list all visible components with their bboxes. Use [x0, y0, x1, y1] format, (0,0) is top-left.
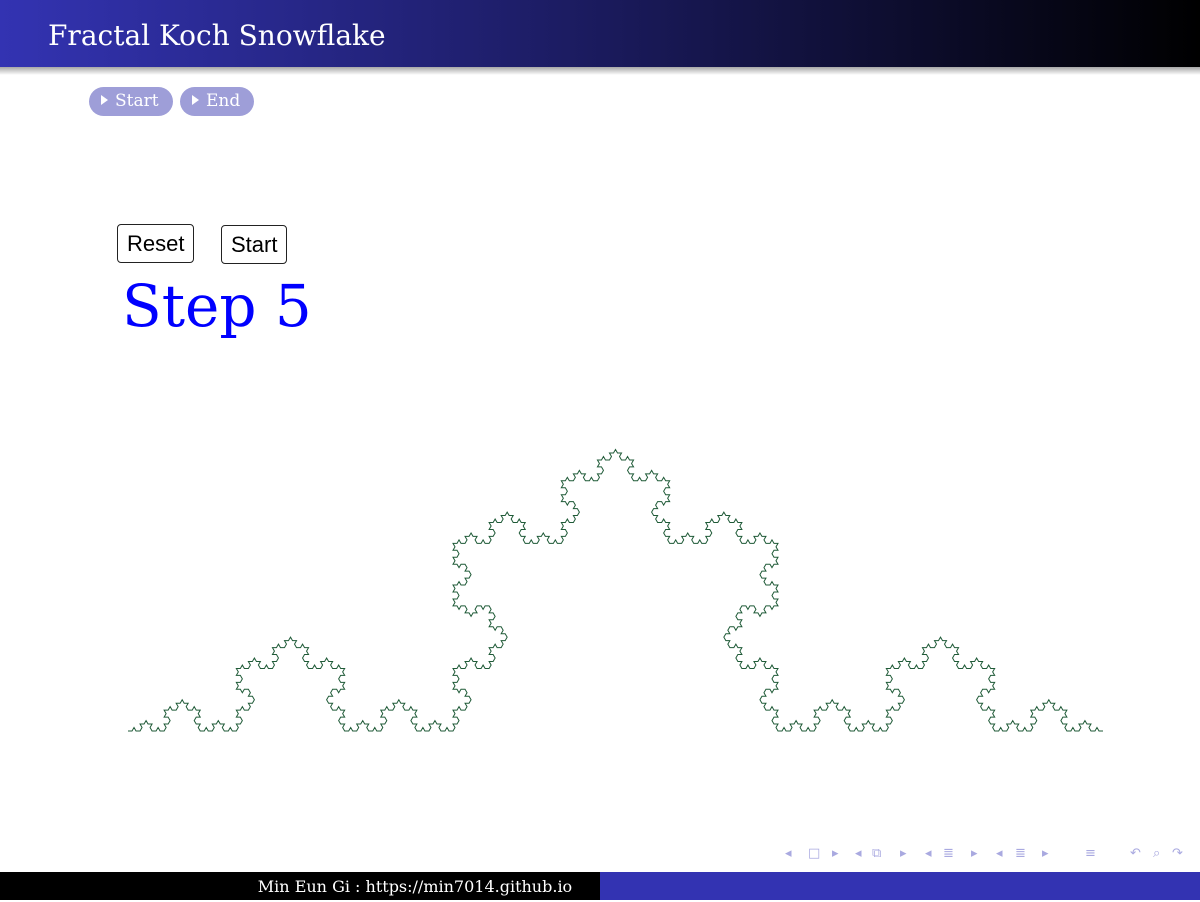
frame-title-bar: [0, 0, 1200, 67]
start-nav-label: Start: [115, 91, 159, 111]
end-nav-button[interactable]: End: [180, 87, 255, 116]
start-nav-button[interactable]: Start: [89, 87, 173, 116]
arrow-right-icon[interactable]: ▸: [1042, 846, 1049, 861]
arrow-right-icon[interactable]: ▸: [832, 846, 839, 861]
frame-icon[interactable]: ⧉: [872, 846, 882, 861]
slide-icon[interactable]: □: [808, 846, 821, 861]
footer-author-bar: Min Eun Gi : https://min7014.github.io: [0, 872, 600, 900]
arrow-left-icon[interactable]: ◂: [996, 846, 1003, 861]
koch-curve: [128, 448, 1103, 732]
play-icon: [101, 95, 108, 105]
footer-author-text: Min Eun Gi : https://min7014.github.io: [257, 877, 573, 896]
title-bar-shadow: [0, 67, 1200, 75]
arrow-right-icon[interactable]: ▸: [971, 846, 978, 861]
start-button[interactable]: Start: [221, 225, 288, 264]
search-icon[interactable]: ⌕: [1153, 846, 1161, 861]
reset-button[interactable]: Reset: [117, 224, 195, 263]
subsection-icon[interactable]: ≣: [943, 846, 954, 861]
redo-icon[interactable]: ↷: [1172, 846, 1183, 861]
frame-title: Fractal Koch Snowflake: [48, 19, 386, 52]
undo-icon[interactable]: ↶: [1130, 846, 1141, 861]
arrow-left-icon[interactable]: ◂: [855, 846, 862, 861]
arrow-left-icon[interactable]: ◂: [925, 846, 932, 861]
play-icon: [192, 95, 199, 105]
arrow-right-icon[interactable]: ▸: [900, 846, 907, 861]
footer-right-bar: [600, 872, 1200, 900]
end-nav-label: End: [206, 91, 241, 111]
section-icon[interactable]: ≣: [1015, 846, 1026, 861]
step-label: Step 5: [122, 272, 312, 340]
arrow-left-icon[interactable]: ◂: [785, 846, 792, 861]
align-icon[interactable]: ≡: [1085, 846, 1096, 861]
